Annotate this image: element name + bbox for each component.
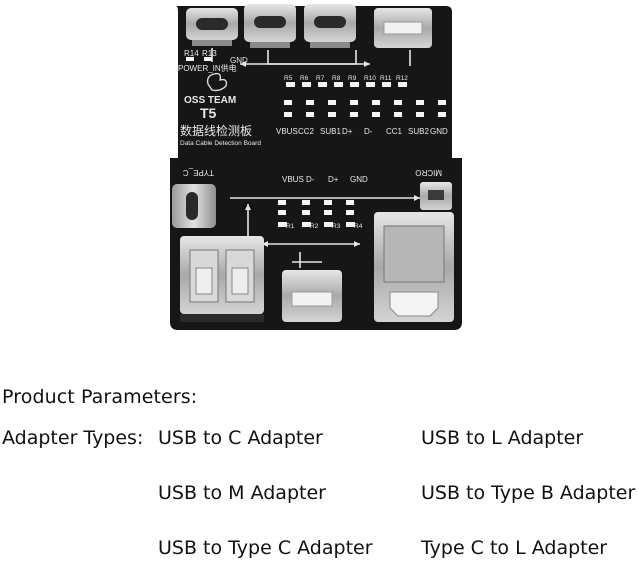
resistor-mid-4 (346, 222, 355, 227)
pcb-label-cn-title: 数据线检测板 (180, 123, 252, 138)
led-top-2 (306, 100, 314, 105)
lightning-female-port (282, 270, 342, 322)
led-mid-b-2 (302, 210, 310, 215)
resistor-top-3 (318, 82, 327, 87)
led-top-4 (350, 100, 358, 105)
resistor-top-2 (302, 82, 311, 87)
pin-label-top-5: D- (364, 127, 373, 136)
resistor-top-4 (334, 82, 343, 87)
pin-label-mid-1: VBUS (282, 175, 304, 184)
led-top-8 (438, 100, 446, 105)
resistor-top-8 (398, 82, 407, 87)
led-mid-1 (278, 200, 286, 205)
pcb-label-r13: R13 (202, 49, 217, 58)
resistor-label-top-1: R5 (284, 75, 293, 82)
pin-label-mid-2: D- (306, 175, 315, 184)
adapter-type-item: USB to Type B Adapter (421, 482, 636, 504)
resistor-mid-3 (324, 222, 333, 227)
led-top-b-5 (372, 112, 380, 117)
pin-label-top-4: D+ (342, 127, 353, 136)
led-top-b-2 (306, 112, 314, 117)
pcb-label-model: T5 (200, 105, 217, 121)
resistor-label-mid-3: R3 (332, 223, 341, 230)
led-top-b-1 (284, 112, 292, 117)
usb-c-port-2 (244, 4, 296, 48)
usb-c-port-3 (304, 4, 356, 48)
led-top-b-7 (416, 112, 424, 117)
led-top-b-6 (394, 112, 402, 117)
pin-label-mid-4: GND (350, 175, 368, 184)
pin-label-top-6: CC1 (386, 127, 403, 136)
oss-team-logo: OSS TEAM T5 数据线检测板 Data Cable Detection … (180, 72, 261, 147)
pcb-label-micro: MICRO (415, 168, 442, 177)
pcb-label-en-title: Data Cable Detection Board (180, 140, 261, 147)
adapter-types-label: Adapter Types: (2, 427, 144, 449)
pcb-label-type-c: TYPE_C (183, 168, 214, 177)
lightning-port (374, 8, 432, 48)
resistor-top-1 (286, 82, 295, 87)
led-mid-b-4 (346, 210, 354, 215)
pcb-board-photo: R14 R13 POWER_IN供电 GND OSS TEAM T5 数据线检测… (170, 4, 462, 330)
pcb-label-gnd-small: GND (230, 56, 248, 65)
pin-label-top-2: CC2 (298, 127, 315, 136)
resistor-label-top-6: R10 (364, 75, 376, 82)
usb-type-b-port (374, 212, 454, 322)
led-mid-b-1 (278, 210, 286, 215)
resistor-top-6 (366, 82, 375, 87)
pin-label-top-1: VBUS (276, 127, 298, 136)
led-top-b-3 (328, 112, 336, 117)
resistor-label-mid-4: R4 (354, 223, 363, 230)
pcb-label-power-in: POWER_IN供电 (178, 63, 237, 73)
resistor-mid-2 (302, 222, 311, 227)
usb-a-female-port (180, 236, 264, 322)
led-mid-3 (324, 200, 332, 205)
led-top-1 (284, 100, 292, 105)
adapter-type-item: Type C to L Adapter (421, 537, 608, 559)
resistor-top-7 (382, 82, 391, 87)
pcb-label-r14: R14 (184, 49, 199, 58)
led-top-3 (328, 100, 336, 105)
product-parameters-title: Product Parameters: (2, 386, 198, 408)
resistor-top-5 (350, 82, 359, 87)
resistor-label-mid-2: R2 (310, 223, 319, 230)
adapter-type-item: USB to M Adapter (158, 482, 326, 504)
resistor-mid-1 (278, 222, 287, 227)
led-mid-4 (346, 200, 354, 205)
adapter-type-item: USB to L Adapter (421, 427, 584, 449)
led-top-b-4 (350, 112, 358, 117)
resistor-label-mid-1: R1 (286, 223, 295, 230)
usb-c-port-1 (186, 8, 238, 46)
side-usb-c-port (172, 184, 216, 228)
led-top-6 (394, 100, 402, 105)
led-mid-b-3 (324, 210, 332, 215)
pin-label-top-7: SUB2 (408, 127, 429, 136)
resistor-label-top-3: R7 (316, 75, 325, 82)
pin-label-mid-3: D+ (328, 175, 339, 184)
resistor-label-top-8: R12 (396, 75, 408, 82)
led-top-5 (372, 100, 380, 105)
adapter-type-item: USB to Type C Adapter (158, 537, 373, 559)
led-top-b-8 (438, 112, 446, 117)
pin-label-top-3: SUB1 (320, 127, 341, 136)
resistor-label-top-7: R11 (380, 75, 392, 82)
resistor-label-top-4: R8 (332, 75, 341, 82)
resistor-label-top-5: R9 (348, 75, 357, 82)
pcb-label-oss-team: OSS TEAM (184, 95, 236, 106)
pin-label-top-8: GND (430, 127, 448, 136)
resistor-label-top-2: R6 (300, 75, 309, 82)
led-mid-2 (302, 200, 310, 205)
micro-usb-port (420, 182, 452, 210)
adapter-type-item: USB to C Adapter (158, 427, 323, 449)
led-top-7 (416, 100, 424, 105)
